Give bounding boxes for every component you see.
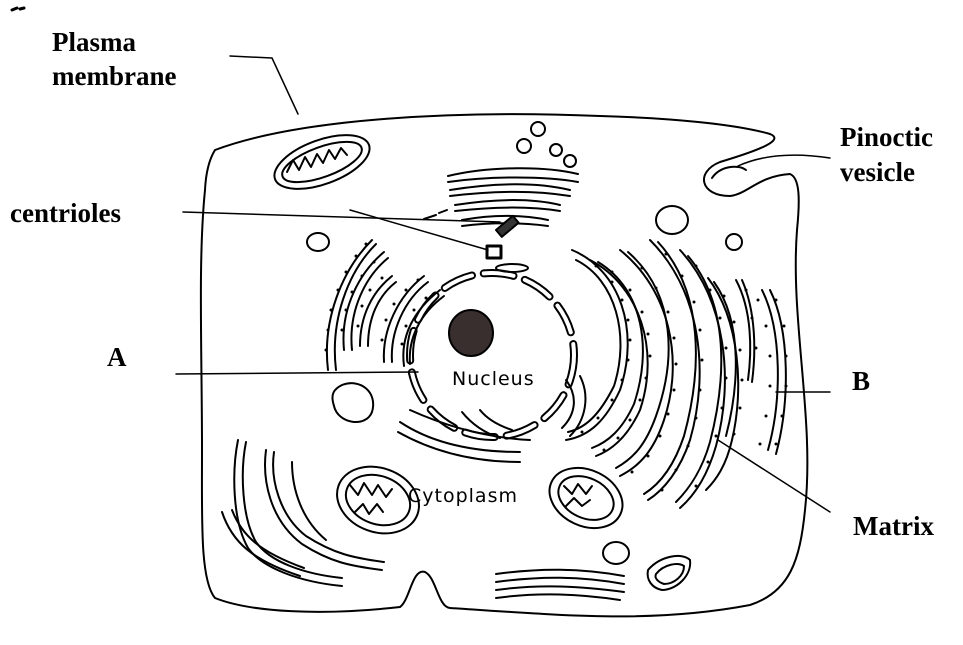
leader-centrioles <box>183 212 500 222</box>
label-centrioles: centrioles <box>10 198 121 229</box>
mitochondrion-top-left <box>267 124 376 200</box>
rough-er-right <box>562 240 786 508</box>
leader-a <box>176 372 418 374</box>
leader-pinoctic-vesicle <box>738 155 830 166</box>
cytoplasm-label: Cytoplasm <box>408 485 518 507</box>
vesicle <box>726 234 742 250</box>
label-a: A <box>107 342 127 373</box>
smooth-er-bottom-center <box>496 570 624 600</box>
vesicle <box>564 155 576 167</box>
label-plasma-membrane-line2: membrane <box>52 61 176 92</box>
nucleolus <box>449 310 493 356</box>
label-b: B <box>852 366 870 397</box>
centriole <box>487 246 501 258</box>
stray-mark <box>12 8 24 10</box>
small-vesicle <box>424 210 447 219</box>
vesicle <box>603 542 629 564</box>
vesicle <box>307 233 329 251</box>
leader-plasma-membrane <box>230 56 298 114</box>
leader-matrix <box>718 440 830 512</box>
pinocytic-vesicle <box>712 167 746 178</box>
nucleus-label: Nucleus <box>452 368 535 390</box>
lysosome <box>648 556 691 590</box>
smooth-er-bottom-left <box>222 440 384 586</box>
mitochondrion-center-right <box>540 457 633 540</box>
leader-centrioles-2 <box>350 210 488 250</box>
centriole <box>496 216 519 237</box>
lysosome-inner <box>655 564 684 584</box>
vesicle <box>517 139 531 153</box>
vesicle <box>656 206 688 234</box>
vesicle <box>550 144 562 156</box>
label-plasma-membrane-line1: Plasma <box>52 27 136 58</box>
nuclear-envelope-inner <box>410 273 574 437</box>
small-vesicle <box>496 264 528 272</box>
vesicle <box>531 122 545 136</box>
label-pinoctic-line2: vesicle <box>840 157 915 188</box>
label-pinoctic-line1: Pinoctic <box>840 122 933 153</box>
lysosome <box>332 383 373 422</box>
label-matrix: Matrix <box>853 511 934 542</box>
